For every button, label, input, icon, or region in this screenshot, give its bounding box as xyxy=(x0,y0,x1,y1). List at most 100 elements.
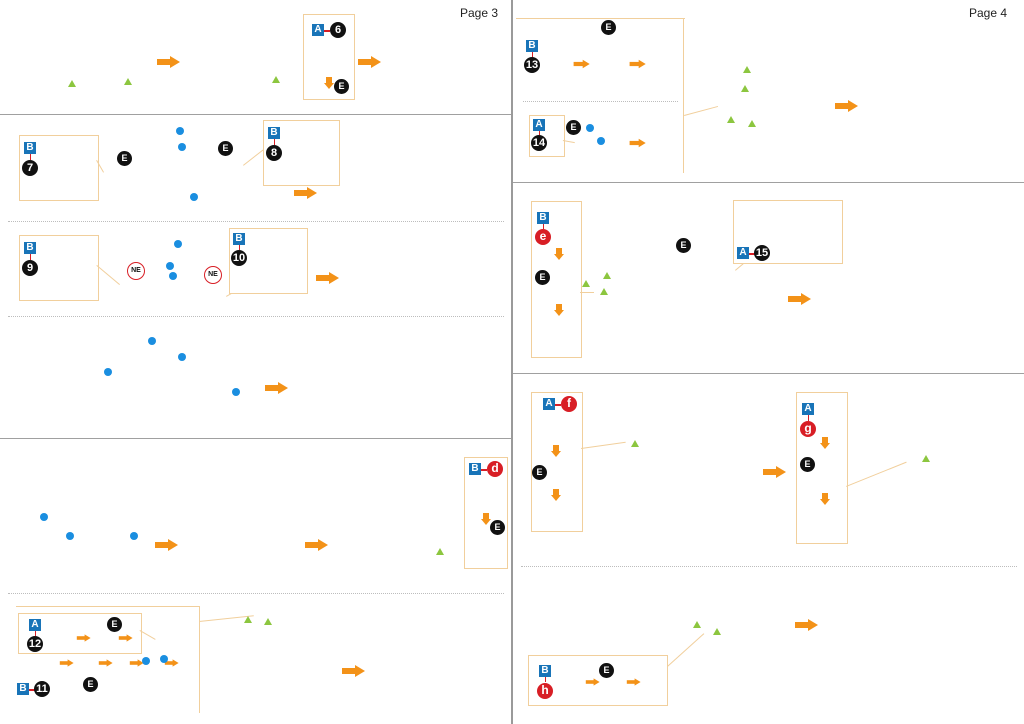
callout-part-g: A g E xyxy=(796,392,848,544)
part-number: g xyxy=(800,421,816,437)
callout-part-f: A f E xyxy=(531,392,583,532)
callout-step-15: A 15 xyxy=(733,200,843,264)
leader-line xyxy=(16,606,199,607)
callout-step-8: B 8 xyxy=(263,120,340,186)
next-arrow xyxy=(788,293,812,305)
next-arrow xyxy=(629,138,647,148)
leader-line xyxy=(516,18,685,19)
sheet-label: A xyxy=(802,403,814,415)
step-number: 6 xyxy=(330,22,346,38)
tool-badge: E xyxy=(532,465,547,480)
tool-badge: E xyxy=(83,677,98,692)
next-arrow xyxy=(164,659,179,667)
next-arrow xyxy=(763,466,787,478)
glue-point xyxy=(178,143,186,151)
callout-step-7: B 7 xyxy=(19,135,99,201)
glue-point xyxy=(104,368,112,376)
connector xyxy=(324,30,330,32)
next-arrow xyxy=(76,634,91,642)
alignment-marker xyxy=(124,78,132,85)
alignment-marker xyxy=(713,628,721,635)
alignment-marker xyxy=(741,85,749,92)
sheet-label: B xyxy=(233,233,245,245)
sheet-label: B xyxy=(539,665,551,677)
sheet-label: B xyxy=(17,683,29,695)
step-number: 15 xyxy=(754,245,770,261)
step-number: 8 xyxy=(266,145,282,161)
next-arrow xyxy=(155,539,179,551)
callout-step-6: A 6 E xyxy=(303,14,355,100)
glue-point xyxy=(66,532,74,540)
step-divider xyxy=(523,101,678,102)
tool-badge: E xyxy=(117,151,132,166)
sheet-label: A xyxy=(737,247,749,259)
callout-step-12: A 12 E xyxy=(18,613,142,654)
leader-line xyxy=(243,149,264,166)
next-arrow xyxy=(585,678,600,686)
alignment-marker xyxy=(68,80,76,87)
leader-line xyxy=(683,18,684,173)
down-arrow xyxy=(554,304,564,316)
tool-badge: E xyxy=(334,79,349,94)
down-arrow xyxy=(820,493,830,505)
tool-badge: E xyxy=(490,520,505,535)
connector xyxy=(481,469,487,471)
alignment-marker xyxy=(631,440,639,447)
glue-point xyxy=(142,657,150,665)
glue-point xyxy=(597,137,605,145)
leader-line xyxy=(199,606,200,713)
tool-badge: E xyxy=(218,141,233,156)
callout-part-d: B d E xyxy=(464,457,508,569)
next-arrow xyxy=(835,100,859,112)
next-arrow xyxy=(795,619,819,631)
callout-step-14: A 14 xyxy=(529,115,565,157)
glue-point xyxy=(174,240,182,248)
next-arrow xyxy=(305,539,329,551)
connector xyxy=(544,677,546,682)
sheet-label: B xyxy=(469,463,481,475)
connector xyxy=(538,131,540,135)
step-number: 9 xyxy=(22,260,38,276)
callout-step-9: B 9 xyxy=(19,235,99,301)
connector xyxy=(273,139,275,145)
next-arrow xyxy=(157,56,181,68)
glue-point xyxy=(190,193,198,201)
glue-point xyxy=(166,262,174,270)
tool-badge: E xyxy=(535,270,550,285)
part-number: f xyxy=(561,396,577,412)
tool-badge: E xyxy=(676,238,691,253)
sheet-label: B xyxy=(268,127,280,139)
connector xyxy=(29,689,35,691)
glue-point xyxy=(148,337,156,345)
callout-part-h: B h E xyxy=(528,655,668,706)
alignment-marker xyxy=(244,616,252,623)
connector xyxy=(555,404,561,406)
step-divider xyxy=(521,566,1017,567)
section-divider xyxy=(0,114,511,115)
alignment-marker xyxy=(603,272,611,279)
sheet-label: B xyxy=(24,142,36,154)
alignment-marker xyxy=(922,455,930,462)
tool-badge: E xyxy=(107,617,122,632)
alignment-marker xyxy=(693,621,701,628)
glue-point xyxy=(178,353,186,361)
step-divider xyxy=(8,316,504,317)
down-arrow xyxy=(481,513,491,525)
sheet-label: A xyxy=(312,24,324,36)
alignment-marker xyxy=(743,66,751,73)
part-number: d xyxy=(487,461,503,477)
alignment-marker xyxy=(272,76,280,83)
down-arrow xyxy=(554,248,564,260)
step-number: 10 xyxy=(231,250,247,266)
ne-marker: NE xyxy=(127,262,145,280)
alignment-marker xyxy=(582,280,590,287)
sheet-label: B xyxy=(537,212,549,224)
section-divider xyxy=(513,182,1024,183)
step-number: 11 xyxy=(34,681,50,697)
sheet-label: A xyxy=(543,398,555,410)
sheet-label: B xyxy=(24,242,36,254)
glue-point xyxy=(232,388,240,396)
next-arrow xyxy=(358,56,382,68)
connector xyxy=(238,245,240,250)
callout-step-10: B 10 xyxy=(229,228,308,294)
